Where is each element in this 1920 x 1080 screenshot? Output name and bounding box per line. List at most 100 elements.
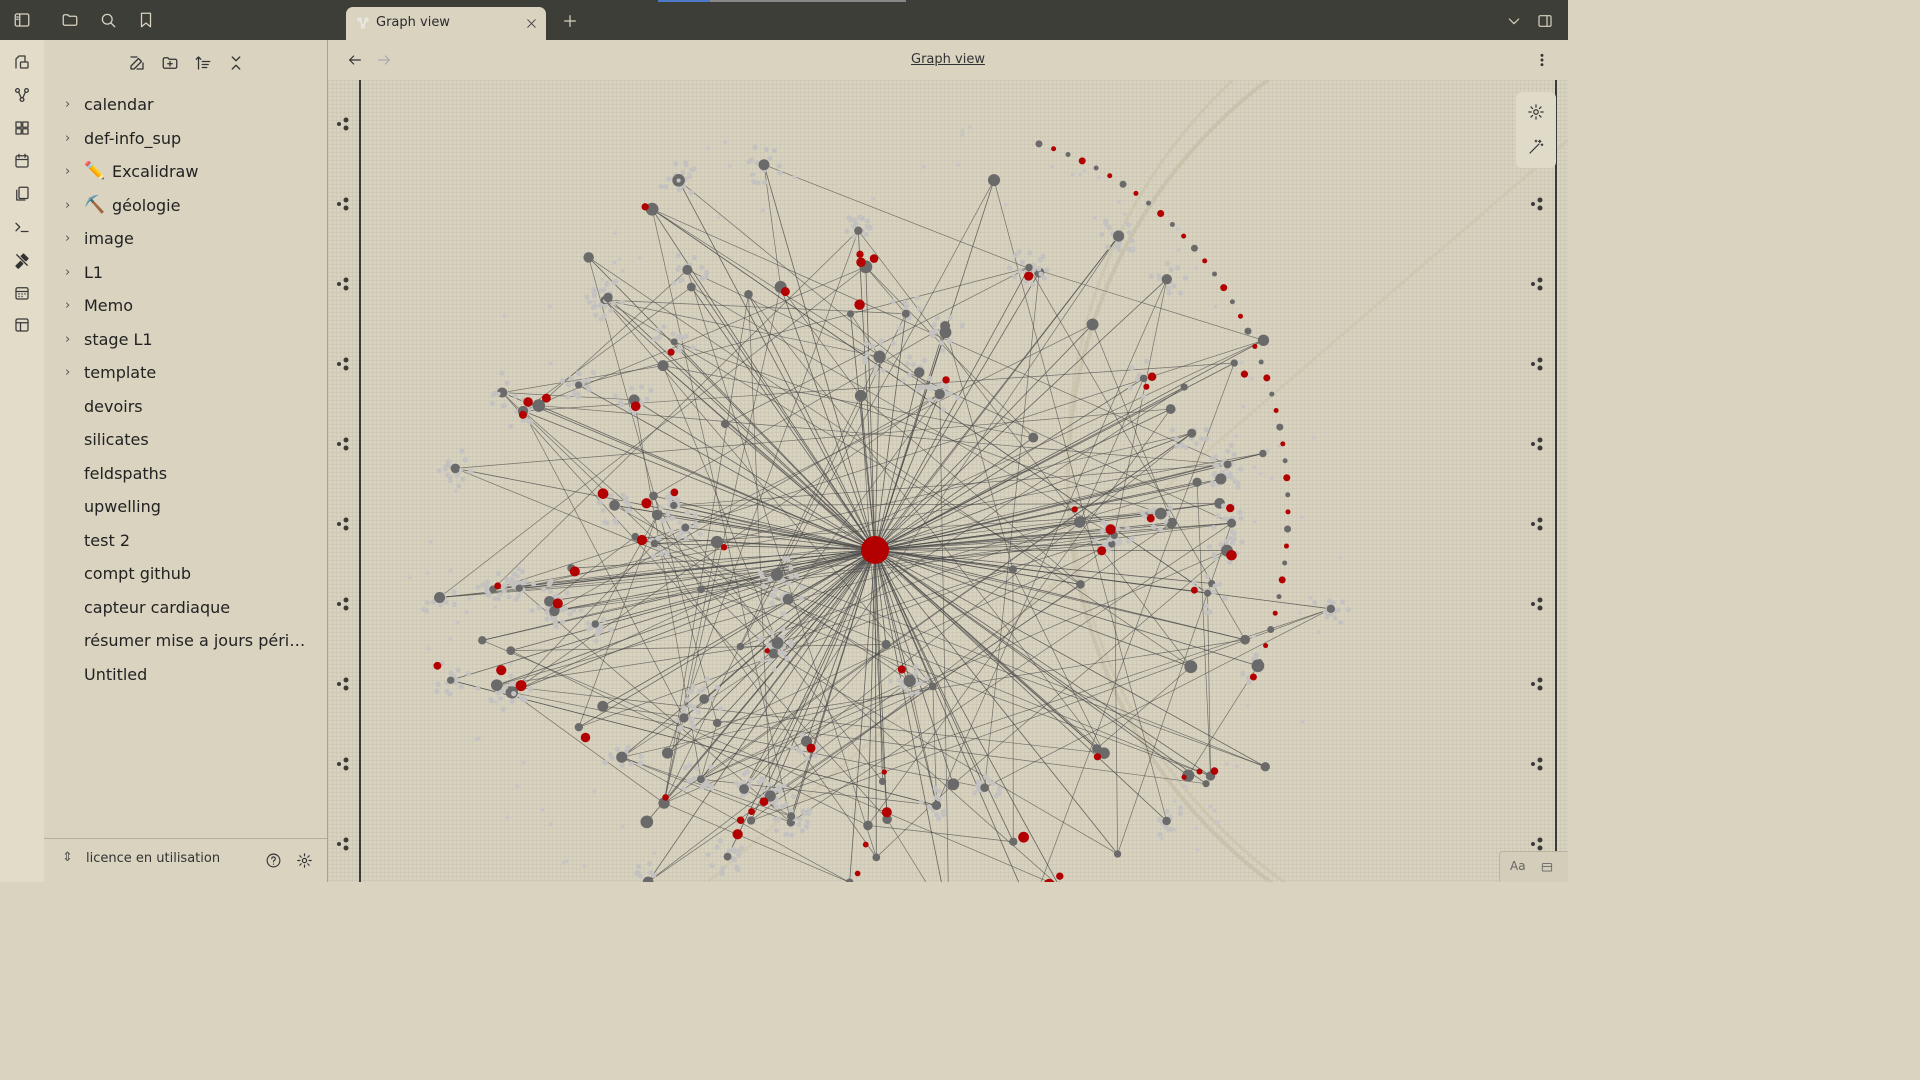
tree-folder[interactable]: ›def-info_sup (44, 122, 327, 156)
back-arrow-icon[interactable] (345, 50, 365, 70)
magic-wand-icon[interactable] (1526, 137, 1546, 157)
graph-link (674, 341, 1161, 514)
tree-folder[interactable]: ›⛏️géologie (44, 189, 327, 223)
close-icon[interactable] (522, 14, 540, 32)
templates-icon[interactable] (11, 183, 33, 205)
tree-file[interactable]: silicates (44, 423, 327, 457)
tree-file[interactable]: capteur cardiaque (44, 591, 327, 625)
graph-node (769, 600, 775, 606)
graph-settings-gear-icon[interactable] (1526, 102, 1546, 122)
graph-svg[interactable] (328, 80, 1568, 882)
daily-note-icon[interactable] (11, 150, 33, 172)
graph-node (564, 859, 569, 864)
graph-node (1156, 277, 1161, 282)
bookmark-icon[interactable] (135, 9, 157, 31)
graph-link (743, 235, 1119, 790)
graph-node (682, 765, 689, 771)
vault-switcher-icon[interactable]: ⇕ (62, 850, 73, 865)
sort-icon[interactable] (192, 52, 214, 74)
vault-name[interactable]: licence en utilisation (86, 851, 221, 866)
graph-node (864, 351, 870, 357)
graph-node (914, 387, 921, 393)
graph-node (759, 776, 765, 782)
graph-icon[interactable] (11, 84, 33, 106)
graph-node (1177, 810, 1184, 817)
graph-node (1326, 598, 1332, 604)
new-tab-icon[interactable] (560, 11, 580, 31)
graph-node (1270, 476, 1275, 481)
right-sidebar-toggle-icon[interactable] (1535, 11, 1555, 31)
tree-file[interactable]: upwelling (44, 490, 327, 524)
command-palette-icon[interactable] (11, 216, 33, 238)
tree-folder[interactable]: ›template (44, 356, 327, 390)
switcher-icon[interactable] (11, 51, 33, 73)
tree-file[interactable]: feldspaths (44, 457, 327, 491)
graph-node (634, 870, 640, 876)
graph-node-red (869, 254, 879, 263)
graph-node (1198, 436, 1205, 442)
collapse-all-icon[interactable] (225, 52, 247, 74)
graph-node (918, 680, 924, 686)
tab-graph-view[interactable]: Graph view (346, 7, 546, 40)
graph-link (865, 266, 1034, 438)
graph-canvas[interactable]: Aa (328, 80, 1568, 882)
canvas-icon[interactable] (11, 117, 33, 139)
edge-dot (343, 125, 349, 131)
folder-icon[interactable] (59, 9, 81, 31)
graph-node (678, 724, 684, 731)
more-options-icon[interactable] (1532, 50, 1552, 70)
settings-icon[interactable] (294, 850, 314, 870)
graph-node (638, 384, 645, 390)
tree-folder[interactable]: ›stage L1 (44, 323, 327, 357)
graph-node (601, 617, 607, 623)
tree-folder[interactable]: ›L1 (44, 256, 327, 290)
graph-link (874, 549, 1189, 776)
graph-node (619, 762, 625, 768)
graph-node (1283, 474, 1291, 482)
graph-node (1177, 290, 1184, 296)
search-icon[interactable] (97, 9, 119, 31)
tree-file[interactable]: test 2 (44, 524, 327, 558)
help-icon[interactable] (263, 850, 283, 870)
word-count-icon[interactable]: Aa (1510, 859, 1526, 873)
graph-node (683, 162, 689, 168)
tree-folder[interactable]: ›✏️Excalidraw (44, 155, 327, 189)
graph-node (667, 497, 673, 503)
graph-node (1215, 819, 1220, 824)
graph-node (715, 684, 721, 690)
graph-link (874, 549, 1208, 594)
graph-node (571, 608, 577, 614)
tree-file[interactable]: résumer mise a jours périféri... (44, 624, 327, 658)
graph-link (1012, 569, 1105, 754)
sync-icon[interactable] (1540, 859, 1556, 875)
graph-node (1195, 847, 1200, 852)
graph-node (561, 860, 566, 865)
graph-node-red (1024, 271, 1034, 281)
tree-folder[interactable]: ›Memo (44, 289, 327, 323)
tree-folder[interactable]: ›image (44, 222, 327, 256)
graph-link (984, 608, 1332, 788)
tree-file[interactable]: Untitled (44, 658, 327, 692)
graph-node (956, 162, 961, 167)
layout-icon[interactable] (11, 314, 33, 336)
view-title[interactable]: Graph view (911, 52, 985, 67)
tree-file[interactable]: compt github (44, 557, 327, 591)
sidebar-toggle-icon[interactable] (11, 9, 33, 31)
graph-node (756, 779, 762, 786)
chevron-down-icon[interactable] (1504, 11, 1524, 31)
excalidraw-icon[interactable] (11, 249, 33, 271)
graph-node (455, 667, 461, 673)
graph-node (684, 697, 690, 703)
forward-arrow-icon[interactable] (374, 50, 394, 70)
tree-file[interactable]: devoirs (44, 390, 327, 424)
graph-node (697, 585, 705, 594)
graph-link (667, 543, 1112, 754)
tree-item-label: image (84, 229, 134, 248)
graph-node (670, 515, 676, 521)
graph-node (665, 510, 671, 516)
tree-folder[interactable]: ›calendar (44, 88, 327, 122)
graph-node (882, 814, 892, 825)
new-note-icon[interactable] (126, 52, 148, 74)
calendar-icon[interactable] (11, 282, 33, 304)
new-folder-icon[interactable] (159, 52, 181, 74)
